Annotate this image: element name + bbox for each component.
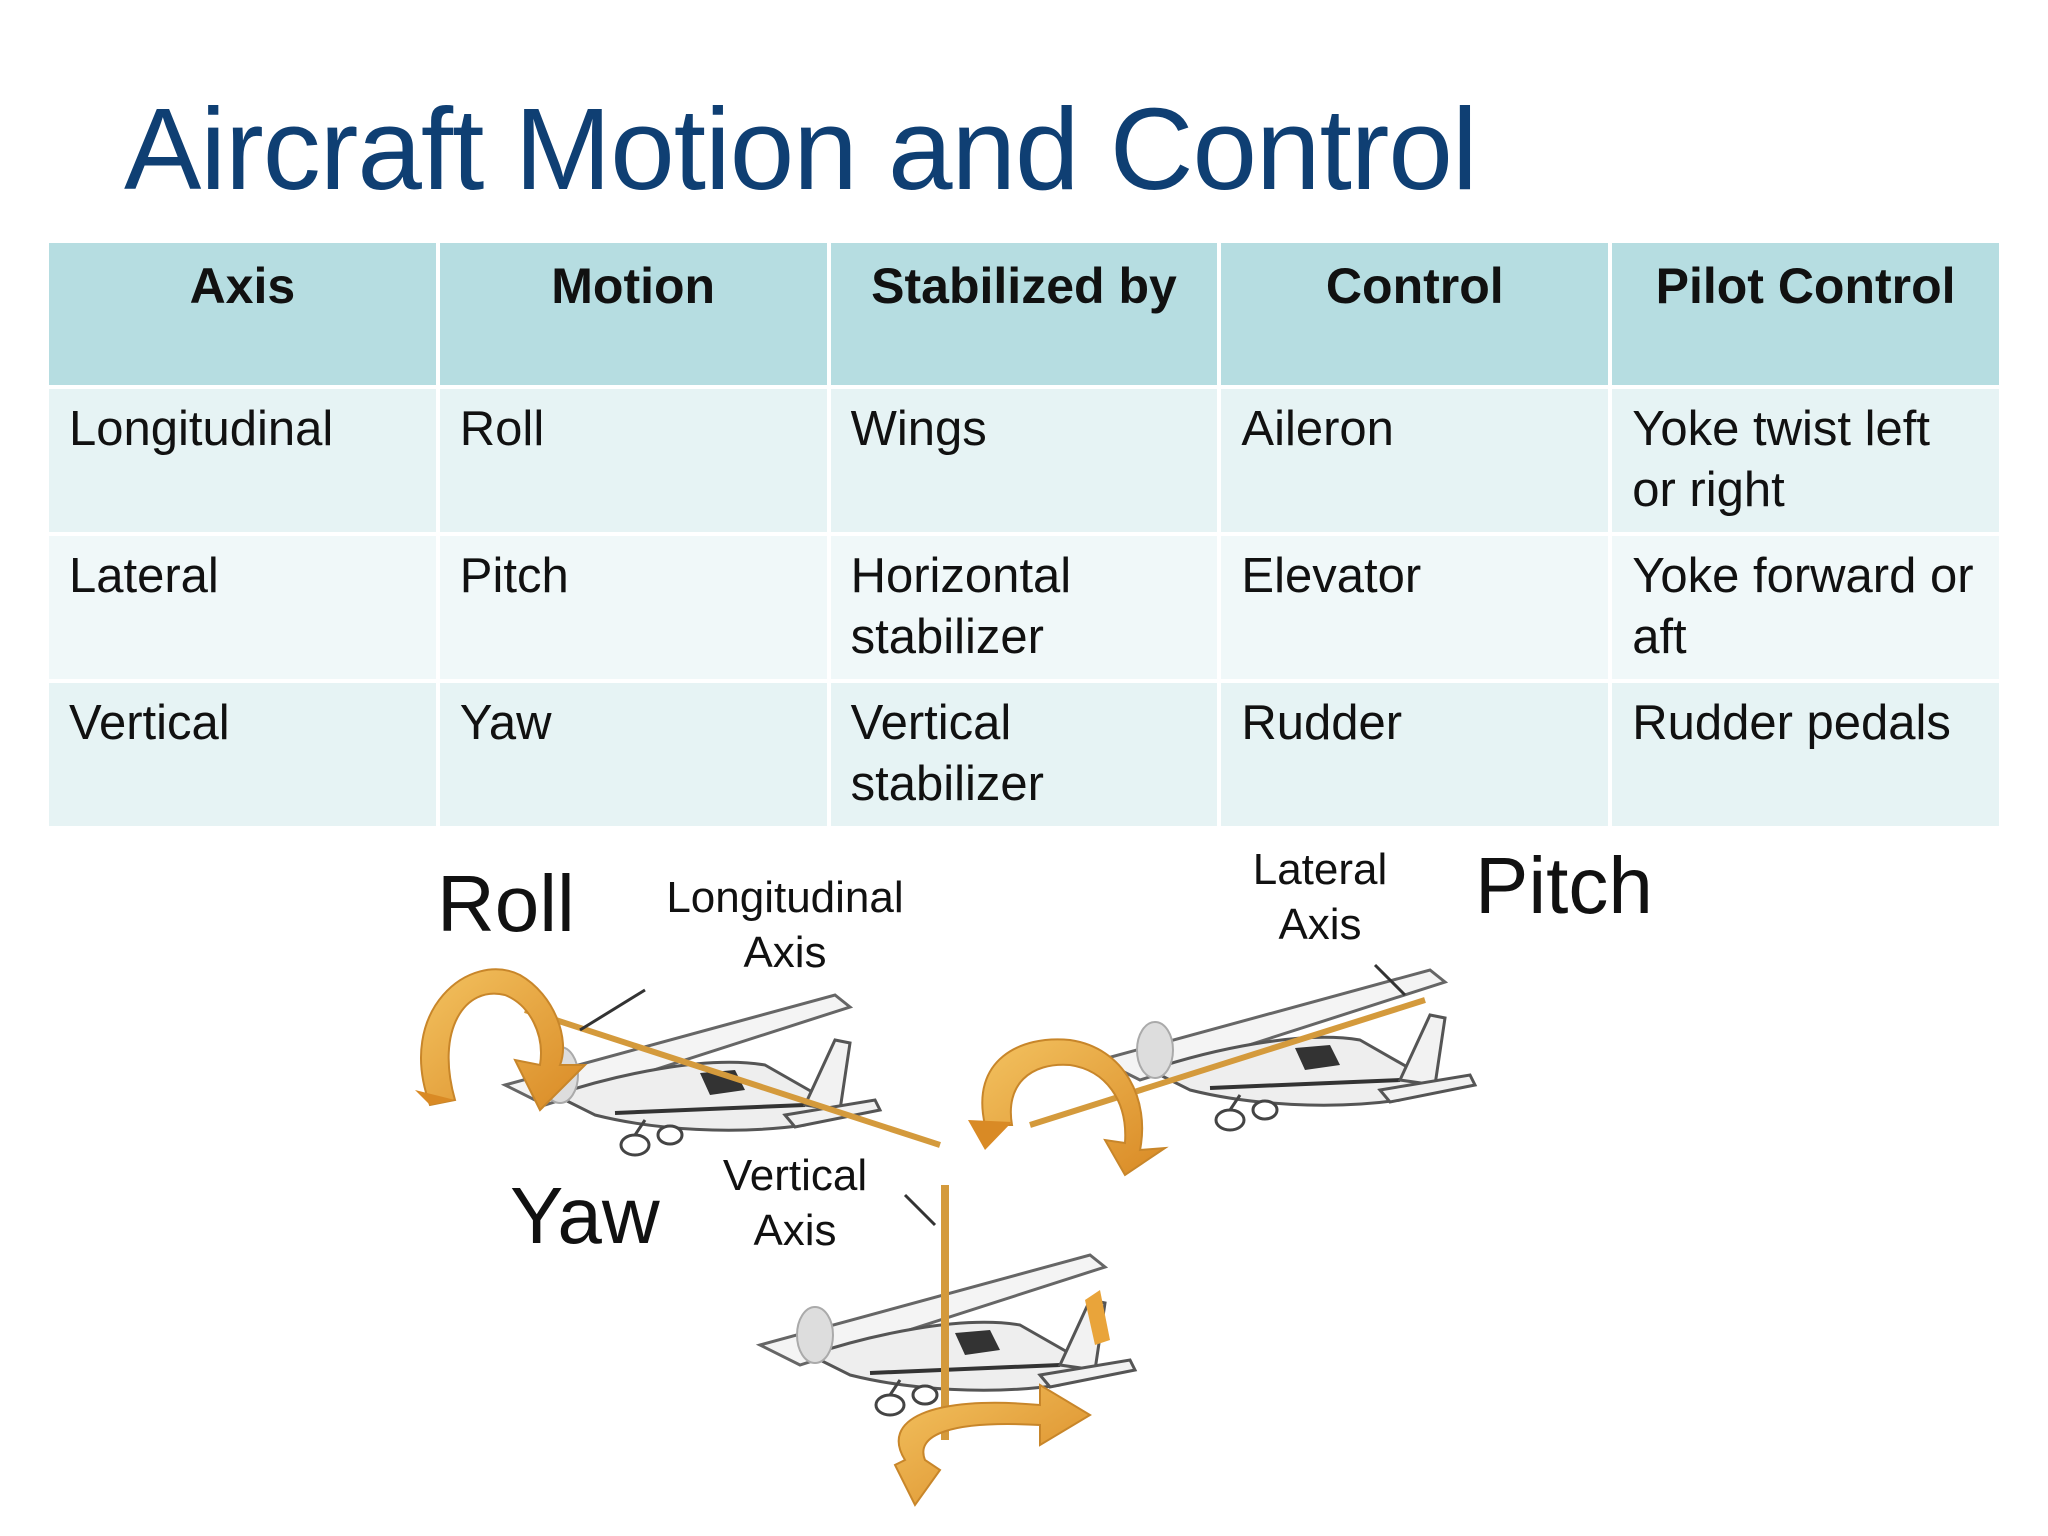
- longitudinal-axis-label-line1: Longitudinal: [666, 873, 904, 922]
- pitch-arrow: [981, 1038, 1169, 1177]
- cell-axis: Longitudinal: [49, 389, 436, 532]
- cell-pilot-control: Yoke forward or aft: [1612, 536, 1999, 679]
- cell-motion: Roll: [439, 389, 827, 532]
- cell-motion: Pitch: [439, 536, 827, 679]
- slide-title: Aircraft Motion and Control: [124, 84, 1478, 214]
- table-row: Lateral Pitch Horizontal stabilizer Elev…: [49, 536, 1999, 679]
- roll-arrow: [420, 968, 588, 1112]
- cell-axis: Vertical: [49, 683, 436, 826]
- table-row: Longitudinal Roll Wings Aileron Yoke twi…: [49, 389, 1999, 532]
- vertical-axis-label-line2: Axis: [753, 1206, 837, 1255]
- yaw-label: Yaw: [510, 1171, 660, 1260]
- yaw-plane: [758, 1253, 1137, 1417]
- roll-plane: [503, 993, 882, 1157]
- pitch-plane: [1098, 968, 1477, 1132]
- cell-pilot-control: Yoke twist left or right: [1612, 389, 1999, 532]
- cell-axis: Lateral: [49, 536, 436, 679]
- roll-label: Roll: [437, 859, 575, 948]
- longitudinal-axis-label-line2: Axis: [743, 928, 827, 977]
- longitudinal-axis-label: Longitudinal Axis: [660, 870, 910, 980]
- lateral-axis-label-line2: Axis: [1278, 900, 1362, 949]
- yaw-arrow: [893, 1383, 1092, 1507]
- table-header-row: Axis Motion Stabilized by Control Pilot …: [49, 243, 1999, 385]
- header-motion: Motion: [439, 243, 827, 385]
- cell-control: Aileron: [1221, 389, 1609, 532]
- vertical-axis-label: Vertical Axis: [715, 1148, 875, 1258]
- cell-stabilized-by: Wings: [830, 389, 1218, 532]
- axis-motion-table: Axis Motion Stabilized by Control Pilot …: [45, 239, 2003, 830]
- pitch-label: Pitch: [1475, 841, 1653, 930]
- longitudinal-axis-rod: [524, 1007, 941, 1148]
- lateral-axis-label: Lateral Axis: [1245, 842, 1395, 952]
- cell-stabilized-by: Horizontal stabilizer: [830, 536, 1218, 679]
- cell-stabilized-by: Vertical stabilizer: [830, 683, 1218, 826]
- header-axis: Axis: [49, 243, 436, 385]
- lateral-axis-label-line1: Lateral: [1252, 845, 1388, 894]
- table-row: Vertical Yaw Vertical stabilizer Rudder …: [49, 683, 1999, 826]
- header-pilot-control: Pilot Control: [1612, 243, 1999, 385]
- cell-control: Rudder: [1221, 683, 1609, 826]
- header-stabilized-by: Stabilized by: [830, 243, 1218, 385]
- vertical-axis-label-line1: Vertical: [722, 1151, 868, 1200]
- cell-control: Elevator: [1221, 536, 1609, 679]
- cell-motion: Yaw: [439, 683, 827, 826]
- cell-pilot-control: Rudder pedals: [1612, 683, 1999, 826]
- header-control: Control: [1221, 243, 1609, 385]
- lateral-axis-rod: [1029, 997, 1426, 1128]
